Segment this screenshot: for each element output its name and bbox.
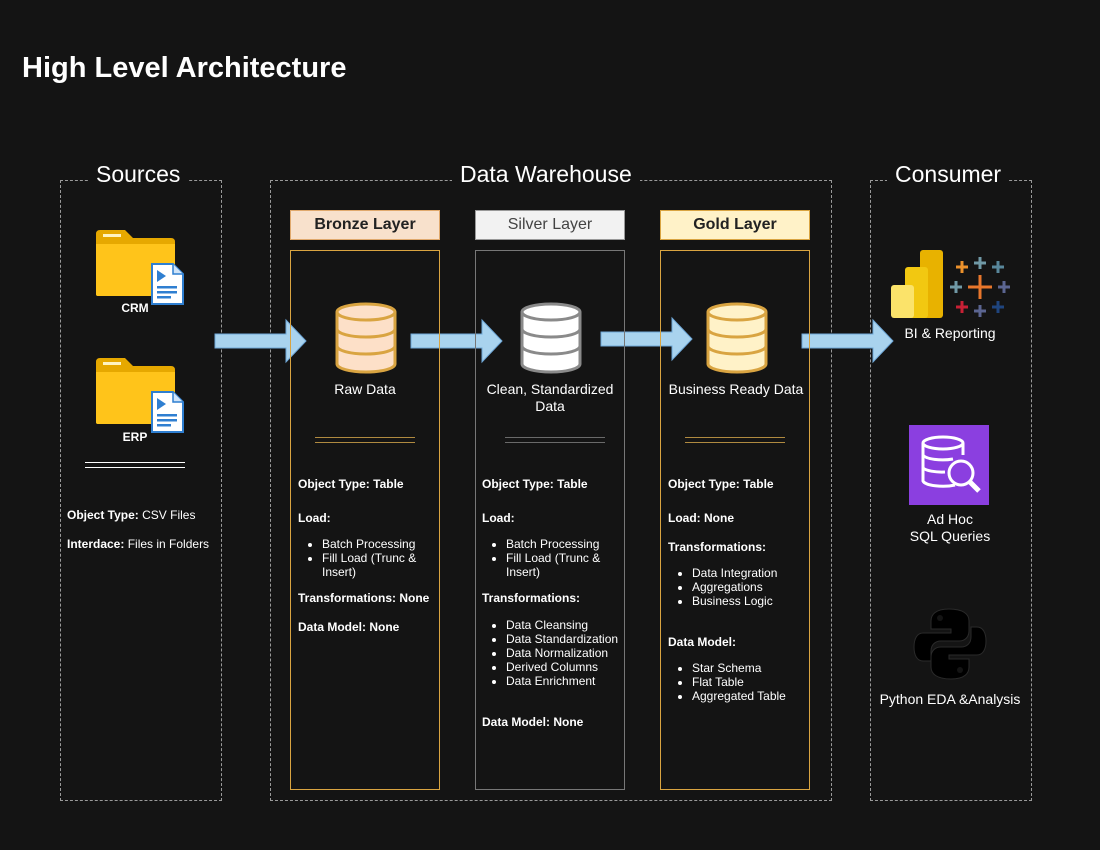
silver-layer-header: Silver Layer — [475, 210, 625, 240]
arrow-gold-to-consumer — [801, 318, 894, 364]
gold-data-model: Data Model: — [668, 635, 737, 649]
page-title: High Level Architecture — [22, 52, 347, 84]
list-item: Data Integration — [692, 566, 808, 580]
bronze-divider — [315, 437, 415, 443]
list-item: Derived Columns — [506, 660, 622, 674]
document-icon — [151, 391, 184, 433]
gold-caption: Business Ready Data — [668, 381, 804, 397]
list-item: Aggregations — [692, 580, 808, 594]
silver-data-model: Data Model: None — [482, 715, 584, 729]
list-item: Fill Load (Trunc & Insert) — [506, 551, 622, 579]
bronze-object-type: Object Type: Table — [298, 477, 404, 491]
document-icon — [151, 263, 184, 305]
gold-divider — [685, 437, 785, 443]
gold-transformations: Transformations: — [668, 540, 767, 554]
arrow-sources-to-bronze — [214, 318, 307, 364]
bronze-data-model: Data Model: None — [298, 620, 400, 634]
arrow-silver-to-gold — [600, 316, 693, 362]
silver-info: Object Type: Table Load: Batch Processin… — [482, 477, 622, 729]
sources-object-type: Object Type: CSV Files — [67, 508, 196, 522]
silver-load-list: Batch Processing Fill Load (Trunc & Inse… — [482, 537, 622, 579]
power-bi-icon — [891, 250, 943, 318]
crm-label: CRM — [121, 301, 149, 315]
gold-transformation-list: Data Integration Aggregations Business L… — [668, 566, 808, 608]
list-item: Data Enrichment — [506, 674, 622, 688]
gold-data-model-list: Star Schema Flat Table Aggregated Table — [668, 661, 808, 703]
bronze-caption: Raw Data — [334, 381, 396, 397]
consumer-heading: Consumer — [887, 160, 1010, 188]
silver-transformation-list: Data Cleansing Data Standardization Data… — [482, 618, 622, 688]
gold-info: Object Type: Table Load: None Transforma… — [668, 477, 808, 703]
erp-label: ERP — [122, 430, 148, 444]
bronze-layer-box — [290, 250, 440, 790]
gold-layer-header: Gold Layer — [660, 210, 810, 240]
silver-transformations: Transformations: — [482, 591, 581, 605]
list-item: Aggregated Table — [692, 689, 808, 703]
bronze-load: Load: — [298, 511, 331, 525]
silver-layer-box — [475, 250, 625, 790]
gold-load: Load: None — [668, 511, 734, 525]
bronze-layer-header: Bronze Layer — [290, 210, 440, 240]
silver-load: Load: — [482, 511, 515, 525]
python-eda-label: Python EDA &Analysis — [879, 691, 1021, 707]
gold-layer-box — [660, 250, 810, 790]
silver-database-icon — [520, 302, 582, 374]
sources-divider — [85, 462, 185, 468]
python-icon — [913, 608, 987, 680]
bronze-info: Object Type: Table Load: Batch Processin… — [298, 477, 438, 634]
gold-database-icon — [706, 302, 768, 374]
silver-caption: Clean, Standardized Data — [486, 381, 614, 414]
erp-folder-icon — [96, 358, 184, 433]
list-item: Batch Processing — [322, 537, 438, 551]
list-item: Business Logic — [692, 594, 808, 608]
list-item: Batch Processing — [506, 537, 622, 551]
bronze-transformations: Transformations: None — [298, 591, 430, 605]
bronze-load-list: Batch Processing Fill Load (Trunc & Inse… — [298, 537, 438, 579]
sql-query-icon — [909, 425, 989, 505]
bi-reporting-label: BI & Reporting — [904, 325, 996, 341]
gold-object-type: Object Type: Table — [668, 477, 774, 491]
tableau-icon — [950, 257, 1010, 317]
crm-folder-icon — [96, 230, 184, 305]
data-warehouse-heading: Data Warehouse — [452, 160, 640, 188]
sources-heading: Sources — [88, 160, 189, 188]
list-item: Flat Table — [692, 675, 808, 689]
list-item: Data Cleansing — [506, 618, 622, 632]
list-item: Data Normalization — [506, 646, 622, 660]
silver-divider — [505, 437, 605, 443]
list-item: Fill Load (Trunc & Insert) — [322, 551, 438, 579]
silver-object-type: Object Type: Table — [482, 477, 588, 491]
bronze-database-icon — [335, 302, 397, 374]
list-item: Data Standardization — [506, 632, 622, 646]
sources-interface: Interdace: Files in Folders — [67, 537, 210, 551]
arrow-bronze-to-silver — [410, 318, 503, 364]
list-item: Star Schema — [692, 661, 808, 675]
